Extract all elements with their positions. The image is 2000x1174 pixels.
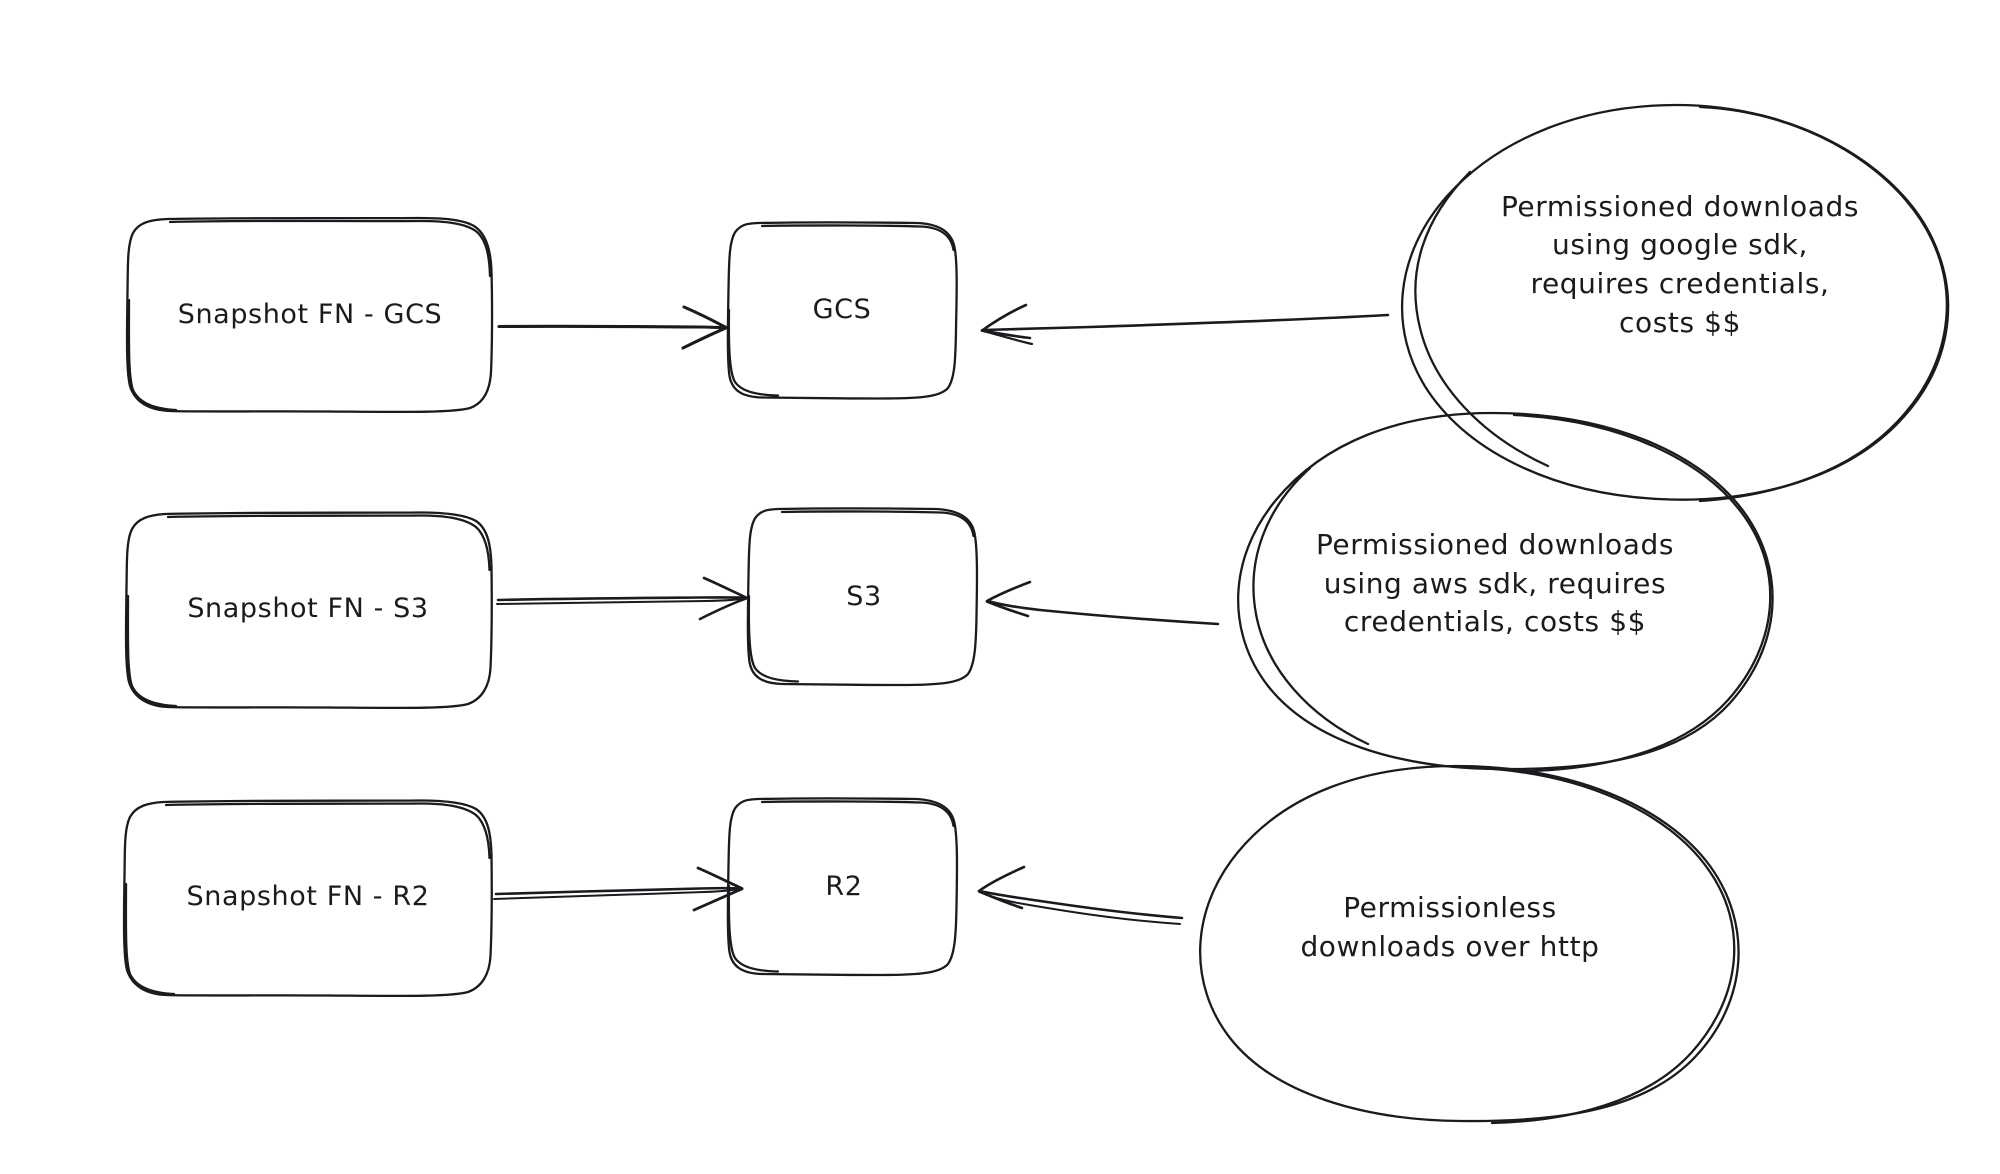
node-snapshot-fn-s3-shape[interactable] (124, 511, 493, 710)
node-snapshot-fn-r2-shape[interactable] (122, 799, 493, 998)
connector-snapshot-fn-gcs-to-gcs (497, 305, 728, 350)
note-gcs-shape[interactable] (1400, 103, 1950, 503)
connector-note-r2-to-r2 (977, 865, 1184, 925)
note-r2-shape[interactable] (1199, 764, 1740, 1125)
node-s3-shape[interactable] (746, 507, 979, 687)
node-gcs-shape[interactable] (726, 221, 958, 400)
node-snapshot-fn-gcs-shape[interactable] (125, 216, 494, 414)
connector-snapshot-fn-r2-to-r2 (493, 866, 744, 912)
connector-snapshot-fn-s3-to-s3 (496, 576, 749, 621)
connector-note-gcs-to-gcs (980, 303, 1390, 346)
note-s3-shape[interactable] (1237, 411, 1774, 773)
node-r2-shape[interactable] (726, 797, 959, 977)
connector-note-s3-to-s3 (985, 580, 1220, 626)
